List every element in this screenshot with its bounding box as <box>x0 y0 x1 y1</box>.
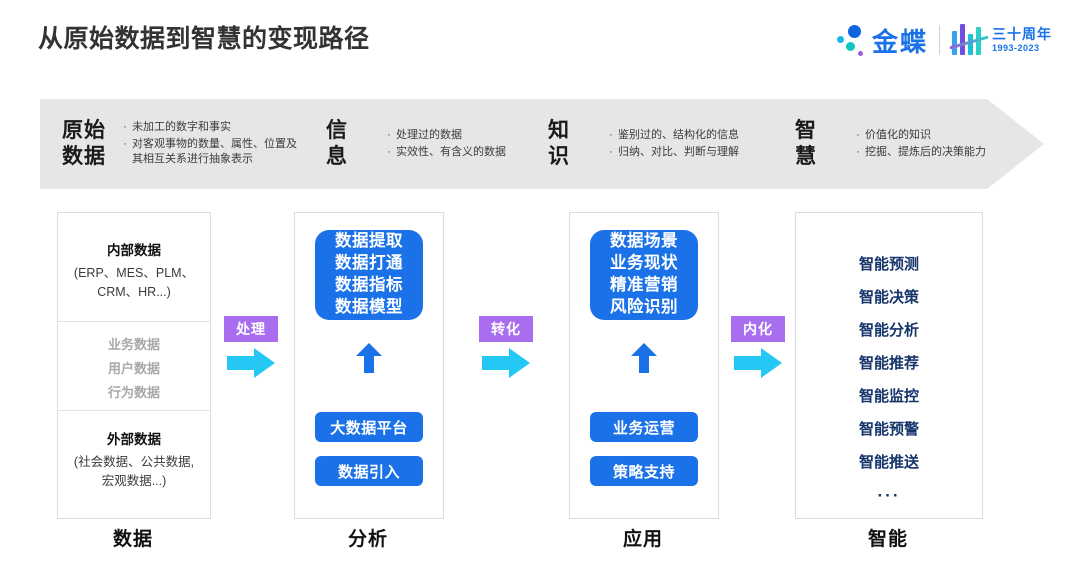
external-data-block: 外部数据 (社会数据、公共数据, 宏观数据...) <box>58 428 210 492</box>
intelligence-list: 智能预测 智能决策 智能分析 智能推荐 智能监控 智能预警 智能推送 ··· <box>796 257 982 506</box>
column-label-application: 应用 <box>622 529 663 550</box>
right-arrow-icon <box>734 348 782 378</box>
banner-segment-bullets: · 未加工的数字和事实 · 对客观事物的数量、属性、位置及其相互关系进行抽象表示 <box>118 119 302 170</box>
banner-segment-title: 知 识 <box>548 119 570 168</box>
connector-label: 处理 <box>224 316 278 342</box>
logo-brand-text: 金蝶 <box>871 27 928 58</box>
banner-segment-bullets: · 鉴别过的、结构化的信息 · 归纳、对比、判断与理解 <box>604 127 739 162</box>
anniversary-years: 1993-2023 <box>992 43 1040 53</box>
anniversary-label: 三十周年 <box>992 26 1052 42</box>
column-data: 内部数据 (ERP、MES、PLM、 CRM、HR...) 业务数据 用户数据 … <box>57 212 211 519</box>
list-item: 智能推送 <box>858 454 919 471</box>
page-title: 从原始数据到智慧的变现路径 <box>38 25 370 53</box>
analysis-pill-platform[interactable]: 大数据平台 <box>315 412 423 442</box>
banner-segment-raw-data: 原始 数据 · 未加工的数字和事实 · 对客观事物的数量、属性、位置及其相互关系… <box>62 99 302 189</box>
connector-label: 内化 <box>731 316 785 342</box>
list-item: 业务数据 <box>107 337 160 352</box>
banner-segment-bullets: · 处理过的数据 · 实效性、有含义的数据 <box>382 127 506 162</box>
up-arrow-icon <box>631 343 657 373</box>
banner-bullet: · 未加工的数字和事实 <box>118 120 302 136</box>
anniversary-mark-icon <box>949 23 989 57</box>
banner-segment-title: 原始 数据 <box>62 119 106 168</box>
column-label-data: 数据 <box>112 529 153 550</box>
column-divider <box>58 321 210 322</box>
anniversary-text: 三十周年 1993-2023 <box>992 27 1052 53</box>
analysis-pill-ingestion[interactable]: 数据引入 <box>315 456 423 486</box>
page-header: 从原始数据到智慧的变现路径 金蝶 三十周年 1993-2023 <box>0 0 1080 78</box>
connector-processing: 处理 <box>224 316 278 378</box>
bullet-glyph: · <box>387 128 391 141</box>
logo-divider <box>939 25 940 55</box>
middle-data-block: 业务数据 用户数据 行为数据 <box>58 333 210 405</box>
banner-bullet: · 对客观事物的数量、属性、位置及其相互关系进行抽象表示 <box>118 137 302 169</box>
application-main-card[interactable]: 数据场景 业务现状 精准营销 风险识别 <box>590 230 698 320</box>
dikw-banner-arrow: 原始 数据 · 未加工的数字和事实 · 对客观事物的数量、属性、位置及其相互关系… <box>40 99 1044 189</box>
right-arrow-icon <box>227 348 275 378</box>
banner-bullet: · 挖掘、提炼后的决策能力 <box>851 145 986 161</box>
banner-segment-title: 信 息 <box>326 119 348 168</box>
list-item: 智能决策 <box>858 289 919 306</box>
banner-segment-title: 智 慧 <box>795 119 817 168</box>
bullet-glyph: · <box>856 145 860 158</box>
external-data-subtitle: (社会数据、公共数据, 宏观数据...) <box>73 455 195 489</box>
application-pill-strategy[interactable]: 策略支持 <box>590 456 698 486</box>
bullet-glyph: · <box>609 145 613 158</box>
bullet-glyph: · <box>123 137 127 150</box>
logo-dot-purple-icon <box>857 51 863 56</box>
kingdee-logo: 金蝶 三十周年 1993-2023 <box>836 18 1052 62</box>
banner-bullet: · 归纳、对比、判断与理解 <box>604 145 739 161</box>
connector-label: 转化 <box>479 316 533 342</box>
list-item: 智能预测 <box>858 256 919 273</box>
list-item: 行为数据 <box>107 385 160 401</box>
logo-dots-icon <box>836 23 866 57</box>
column-label-intelligence: 智能 <box>867 529 908 550</box>
connector-internalization: 内化 <box>731 316 785 378</box>
list-item: 智能预警 <box>858 421 919 438</box>
bullet-glyph: · <box>856 128 860 141</box>
column-label-analysis: 分析 <box>347 529 388 550</box>
banner-bullet: · 实效性、有含义的数据 <box>382 145 506 161</box>
bullet-glyph: · <box>609 128 613 141</box>
bullet-glyph: · <box>123 120 127 133</box>
banner-segment-bullets: · 价值化的知识 · 挖掘、提炼后的决策能力 <box>851 127 986 162</box>
list-ellipsis: ··· <box>877 486 901 505</box>
banner-bullet: · 价值化的知识 <box>851 128 986 144</box>
list-item: 智能分析 <box>858 322 919 339</box>
up-arrow-icon <box>356 343 382 373</box>
logo-dot-teal-icon <box>845 42 855 51</box>
bullet-glyph: · <box>387 145 391 158</box>
banner-bullet: · 处理过的数据 <box>382 128 506 144</box>
banner-segment-information: 信 息 · 处理过的数据 · 实效性、有含义的数据 <box>326 99 506 189</box>
list-item: 用户数据 <box>107 361 160 377</box>
list-item: 智能推荐 <box>858 355 919 372</box>
logo-dot-cyan-icon <box>836 36 844 43</box>
internal-data-title: 内部数据 <box>107 243 161 258</box>
right-arrow-icon <box>482 348 530 378</box>
connector-transformation: 转化 <box>479 316 533 378</box>
column-intelligence: 智能预测 智能决策 智能分析 智能推荐 智能监控 智能预警 智能推送 ··· <box>795 212 983 519</box>
internal-data-block: 内部数据 (ERP、MES、PLM、 CRM、HR...) <box>58 239 210 303</box>
column-analysis: 数据提取 数据打通 数据指标 数据模型 大数据平台 数据引入 <box>294 212 444 519</box>
external-data-title: 外部数据 <box>107 432 161 447</box>
banner-bullet: · 鉴别过的、结构化的信息 <box>604 128 739 144</box>
application-pill-operations[interactable]: 业务运营 <box>590 412 698 442</box>
column-application: 数据场景 业务现状 精准营销 风险识别 业务运营 策略支持 <box>569 212 719 519</box>
list-item: 智能监控 <box>858 388 919 405</box>
banner-segment-knowledge: 知 识 · 鉴别过的、结构化的信息 · 归纳、对比、判断与理解 <box>548 99 739 189</box>
internal-data-subtitle: (ERP、MES、PLM、 CRM、HR...) <box>73 266 195 300</box>
column-divider <box>58 410 210 411</box>
logo-dot-blue-icon <box>847 25 861 38</box>
banner-segment-wisdom: 智 慧 · 价值化的知识 · 挖掘、提炼后的决策能力 <box>795 99 986 189</box>
analysis-main-card[interactable]: 数据提取 数据打通 数据指标 数据模型 <box>315 230 423 320</box>
